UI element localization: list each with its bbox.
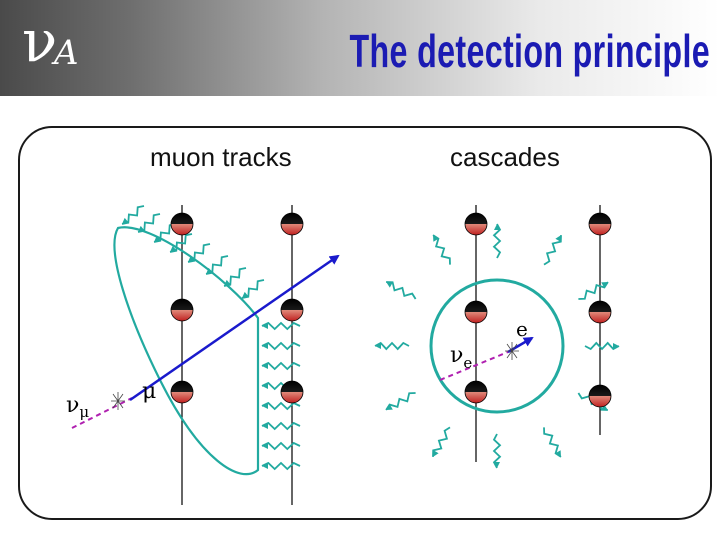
photon-wave	[261, 421, 301, 431]
pmt	[170, 212, 194, 236]
cherenkov-cone	[113, 226, 260, 476]
photon-wave	[137, 213, 161, 233]
photon-arrowhead	[601, 282, 608, 288]
photon-wave	[205, 255, 229, 275]
pmt	[170, 298, 194, 322]
photon-wave	[543, 235, 562, 266]
photon-arrowhead	[224, 279, 231, 286]
photon-wave	[261, 441, 301, 451]
photon-wave	[241, 279, 265, 299]
photon-arrowhead	[262, 403, 268, 409]
photon-wave	[121, 205, 145, 225]
muon-tracks-label: muon tracks	[150, 142, 292, 172]
photon-arrowhead	[188, 255, 195, 262]
photon-arrowhead	[262, 443, 268, 449]
photon-arrowhead	[242, 291, 249, 298]
photon-arrowhead	[613, 343, 619, 349]
photon-arrowhead	[386, 404, 393, 410]
photon-wave	[578, 281, 609, 300]
photon-arrowhead	[386, 282, 393, 288]
nu-mu-symbol: νμ	[66, 393, 89, 421]
nu-e-symbol: νe	[450, 343, 472, 372]
photon-arrowhead	[170, 245, 177, 252]
interaction-vertex	[111, 392, 125, 410]
photon-wave	[261, 341, 301, 351]
photon-arrowhead	[601, 404, 608, 410]
photon-arrowhead	[262, 383, 268, 389]
optical-modules	[170, 212, 612, 408]
photon-wave	[432, 426, 451, 457]
photon-wave	[261, 321, 301, 331]
photon-arrowhead	[154, 235, 161, 242]
interaction-vertex	[505, 342, 519, 360]
cascade-ring	[429, 278, 565, 414]
photon-arrowhead	[122, 217, 129, 224]
photon-arrowhead	[433, 235, 439, 242]
pmt	[464, 380, 488, 404]
pmt	[280, 212, 304, 236]
nu-a-logo: ν A	[22, 12, 92, 78]
nu-e-sub: e	[463, 354, 472, 372]
photon-arrowhead	[555, 450, 561, 457]
cascades-label: cascades	[450, 142, 560, 172]
photon-wave	[432, 234, 451, 265]
pmt	[464, 300, 488, 324]
photon-wave	[169, 233, 193, 253]
photon-wave	[543, 427, 562, 458]
slide-title: The detection principle	[349, 25, 710, 77]
nu-mu-path	[71, 397, 133, 429]
photon-wave	[261, 461, 301, 471]
photon-arrowhead	[262, 343, 268, 349]
photon-arrowhead	[138, 225, 145, 232]
nu-e-base: ν	[450, 343, 463, 368]
photon-wave	[386, 281, 417, 300]
photon-arrowhead	[494, 462, 500, 468]
logo-nu: ν	[22, 7, 58, 75]
photon-arrowhead	[555, 235, 561, 242]
photon-wave	[187, 243, 211, 263]
pmt	[280, 380, 304, 404]
nu-mu-sub: μ	[79, 403, 89, 421]
photon-wave	[584, 341, 620, 351]
photon-arrowhead	[494, 224, 500, 230]
photon-wave	[492, 223, 502, 259]
photon-arrowhead	[262, 323, 268, 329]
pmt	[588, 300, 612, 324]
logo-a: A	[54, 33, 79, 73]
mu-symbol: μ	[142, 379, 156, 404]
photon-wave	[385, 392, 416, 411]
photon-arrowhead	[262, 423, 268, 429]
e-symbol: e	[516, 317, 528, 341]
pmt	[588, 384, 612, 408]
photon-wave	[374, 341, 410, 351]
photon-waves	[121, 205, 620, 471]
photon-wave	[577, 392, 608, 411]
detector-strings	[181, 205, 601, 505]
photon-wave	[492, 433, 502, 469]
photon-wave	[261, 361, 301, 371]
photon-arrowhead	[262, 363, 268, 369]
photon-arrowhead	[262, 463, 268, 469]
muon-track	[129, 254, 340, 402]
pmt	[170, 380, 194, 404]
nu-mu-base: ν	[66, 393, 79, 418]
pmt	[280, 298, 304, 322]
photon-arrowhead	[375, 343, 381, 349]
pmt	[588, 212, 612, 236]
photon-wave	[223, 267, 247, 287]
photon-arrowhead	[433, 450, 439, 457]
pmt	[464, 212, 488, 236]
header-bar	[0, 0, 720, 96]
photon-arrowhead	[206, 267, 213, 274]
nu-e-path	[439, 351, 509, 381]
